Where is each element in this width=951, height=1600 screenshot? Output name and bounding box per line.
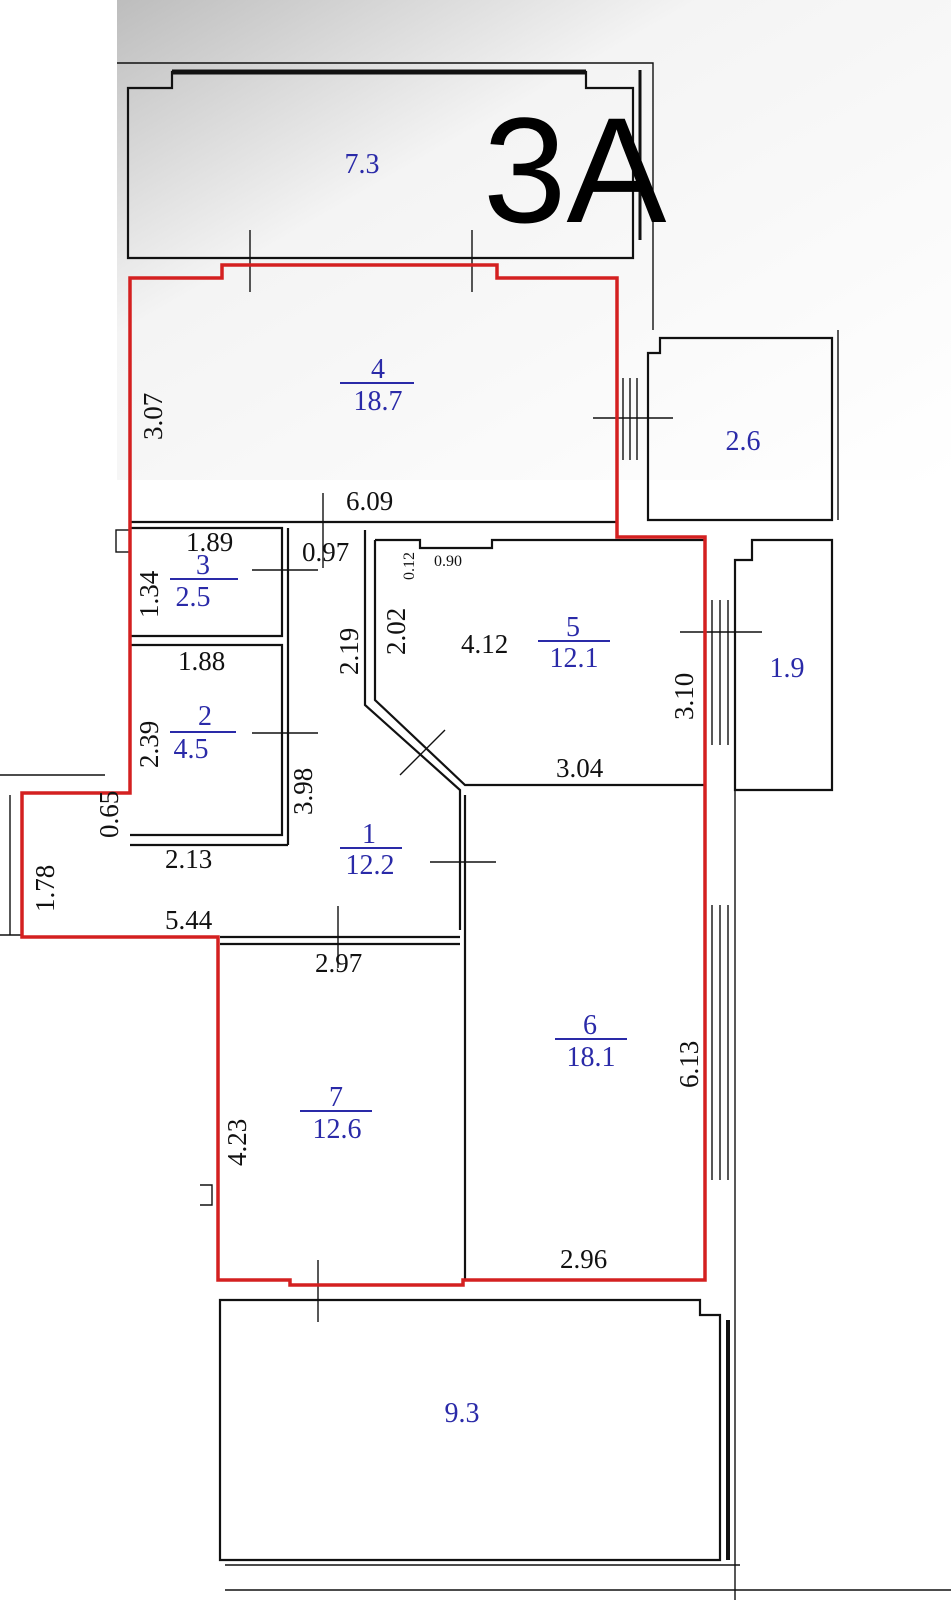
- dim-label: 4.12: [461, 629, 508, 659]
- dim-label: 0.90: [434, 553, 462, 570]
- dim-label: 2.19: [334, 628, 364, 675]
- balcony-top-area: 7.3: [345, 149, 380, 180]
- room-number: 6: [583, 1010, 597, 1041]
- room-area: 18.7: [354, 386, 403, 417]
- background-shading: [117, 0, 951, 480]
- room-2: 2 4.5: [170, 701, 236, 765]
- room-3: 3 2.5: [170, 550, 238, 613]
- dim-label: 3.98: [288, 768, 318, 815]
- room-number: 1: [362, 819, 376, 850]
- dim-label: 2.13: [165, 844, 212, 874]
- dim-label: 2.39: [134, 721, 164, 768]
- balcony-right-lower: [680, 538, 834, 792]
- room-1: 1 12.2: [340, 819, 402, 881]
- balcony-bottom-area: 9.3: [445, 1398, 480, 1429]
- dim-label: 2.96: [560, 1244, 607, 1274]
- room-number: 2: [198, 701, 212, 732]
- dim-label: 0.65: [94, 791, 124, 838]
- apartment-outline: [20, 263, 707, 1287]
- dim-label: 2.97: [315, 948, 362, 978]
- dim-label: 3.07: [138, 393, 168, 440]
- room-4: 4 18.7: [340, 354, 414, 417]
- dim-label: 3.10: [669, 673, 699, 720]
- room-number: 7: [329, 1082, 343, 1113]
- balcony-right-upper: [593, 330, 839, 522]
- dim-label: 0.97: [302, 537, 349, 567]
- balcony-bottom: [218, 790, 951, 1600]
- room-7: 7 12.6: [300, 1082, 372, 1145]
- dim-label: 3.04: [556, 753, 604, 783]
- dim-label: 1.34: [134, 570, 164, 618]
- dimensions: 3.07 6.09 1.89 0.97 1.34 0.12 0.90 2.02 …: [30, 393, 704, 1274]
- balcony-right-upper-area: 2.6: [726, 426, 761, 457]
- room-area: 12.1: [550, 643, 599, 674]
- dim-label: 5.44: [165, 905, 213, 935]
- room-number: 3: [196, 550, 210, 581]
- balcony-top: [117, 62, 654, 330]
- dim-label: 1.88: [178, 646, 225, 676]
- dim-label: 1.78: [30, 865, 60, 912]
- room-area: 12.2: [346, 850, 395, 881]
- dim-label: 6.13: [674, 1041, 704, 1088]
- dim-label: 6.09: [346, 486, 393, 516]
- plan-title: 3A: [483, 86, 666, 254]
- room-6: 6 18.1: [555, 1010, 627, 1073]
- balcony-right-lower-area: 1.9: [770, 653, 805, 684]
- room-area: 4.5: [174, 734, 209, 765]
- interior-walls: [0, 493, 705, 1280]
- room-number: 4: [371, 354, 385, 385]
- room-number: 5: [566, 612, 580, 643]
- dim-label: 2.02: [381, 608, 411, 655]
- room-area: 2.5: [176, 582, 211, 613]
- room-area: 12.6: [313, 1114, 362, 1145]
- dim-label: 1.89: [186, 527, 233, 557]
- dim-label: 0.12: [401, 552, 418, 580]
- room-5: 5 12.1: [538, 612, 610, 674]
- dim-label: 4.23: [222, 1119, 252, 1166]
- room-area: 18.1: [567, 1042, 616, 1073]
